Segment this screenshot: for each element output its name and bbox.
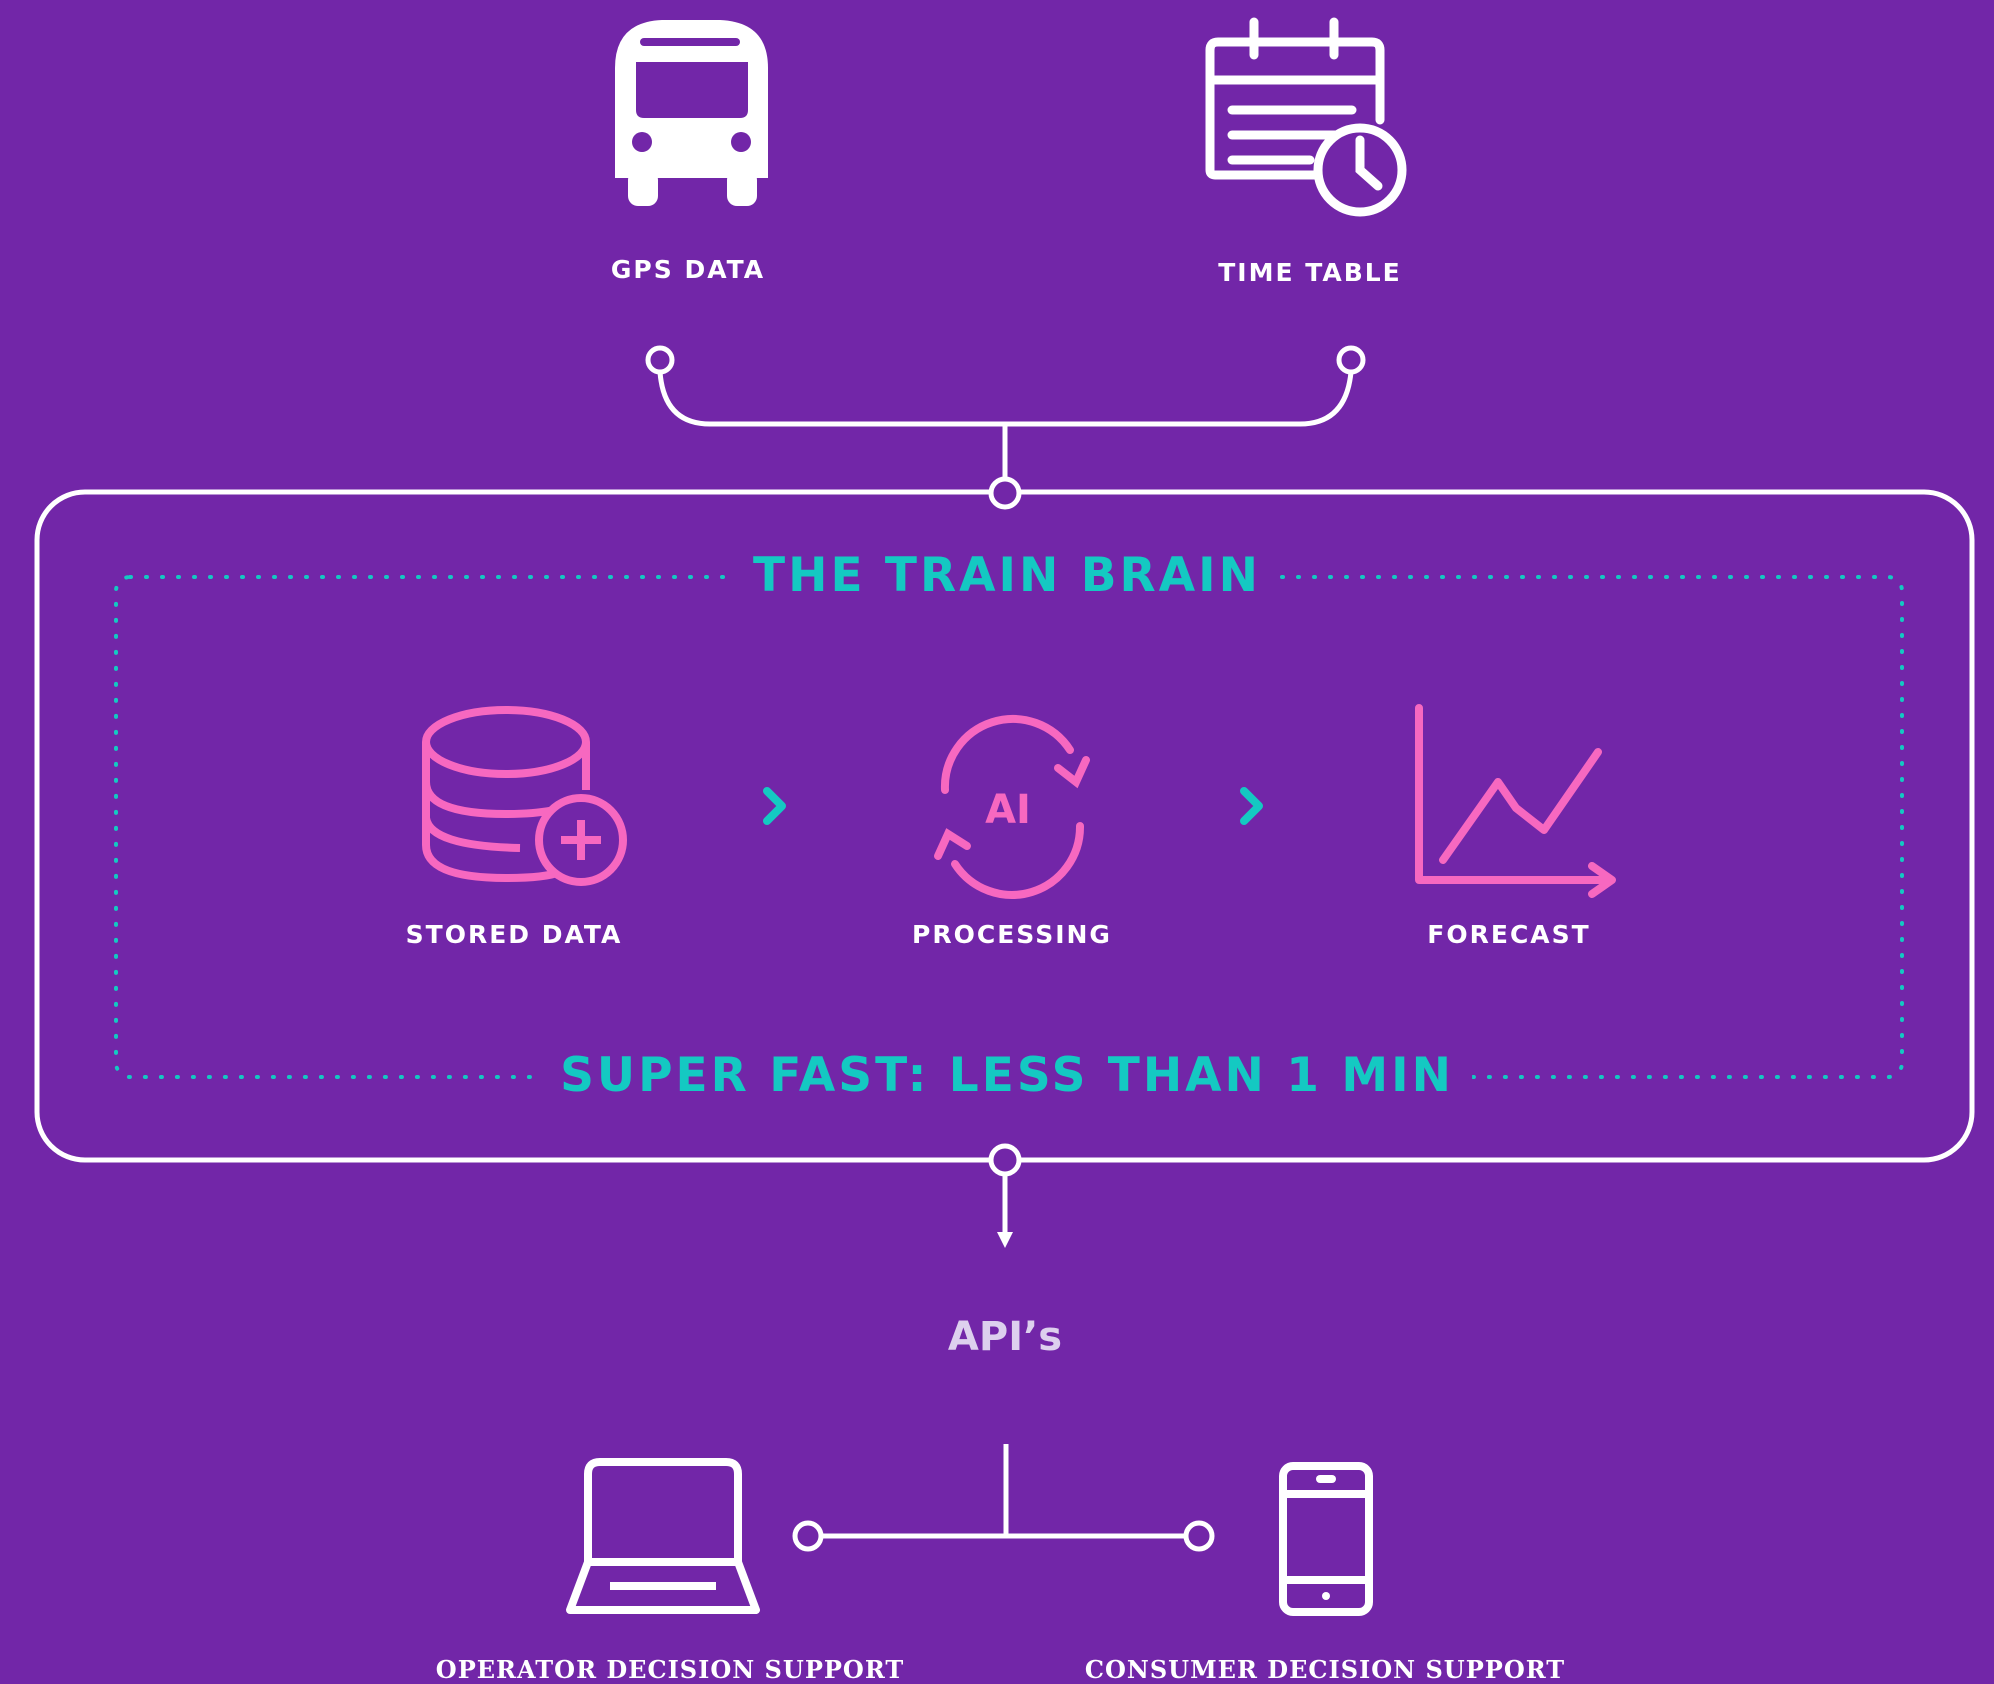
gps-data-label: GPS DATA [610, 255, 766, 284]
ai-icon-text: AI [985, 787, 1031, 833]
api-connector [792, 1444, 1215, 1552]
processing-label: PROCESSING [912, 920, 1112, 949]
bus-icon [615, 20, 768, 206]
ai-cycle-icon [934, 714, 1090, 899]
outer-box-bottom-node [988, 1143, 1022, 1177]
outer-box-top-node [988, 476, 1022, 510]
phone-icon [1279, 1462, 1373, 1616]
consumer-decision-support-label: CONSUMER DECISION SUPPORT [1084, 1655, 1566, 1684]
step-arrow-icon [1240, 787, 1263, 825]
forecast-label: FORECAST [1427, 920, 1591, 949]
train-brain-title: THE TRAIN BRAIN [735, 548, 1279, 604]
calendar-clock-icon [1205, 17, 1407, 217]
time-table-label: TIME TABLE [1218, 258, 1402, 287]
operator-decision-support-label: OPERATOR DECISION SUPPORT [435, 1655, 905, 1684]
database-add-icon [422, 706, 627, 886]
step-arrow-icon [763, 787, 786, 825]
stored-data-label: STORED DATA [405, 920, 623, 949]
output-arrow-head [997, 1232, 1013, 1248]
laptop-icon [566, 1458, 760, 1614]
line-chart-icon [1415, 704, 1616, 898]
input-connector [645, 345, 1366, 480]
speed-note: SUPER FAST: LESS THAN 1 MIN [542, 1048, 1472, 1104]
api-label: API’s [947, 1314, 1063, 1360]
